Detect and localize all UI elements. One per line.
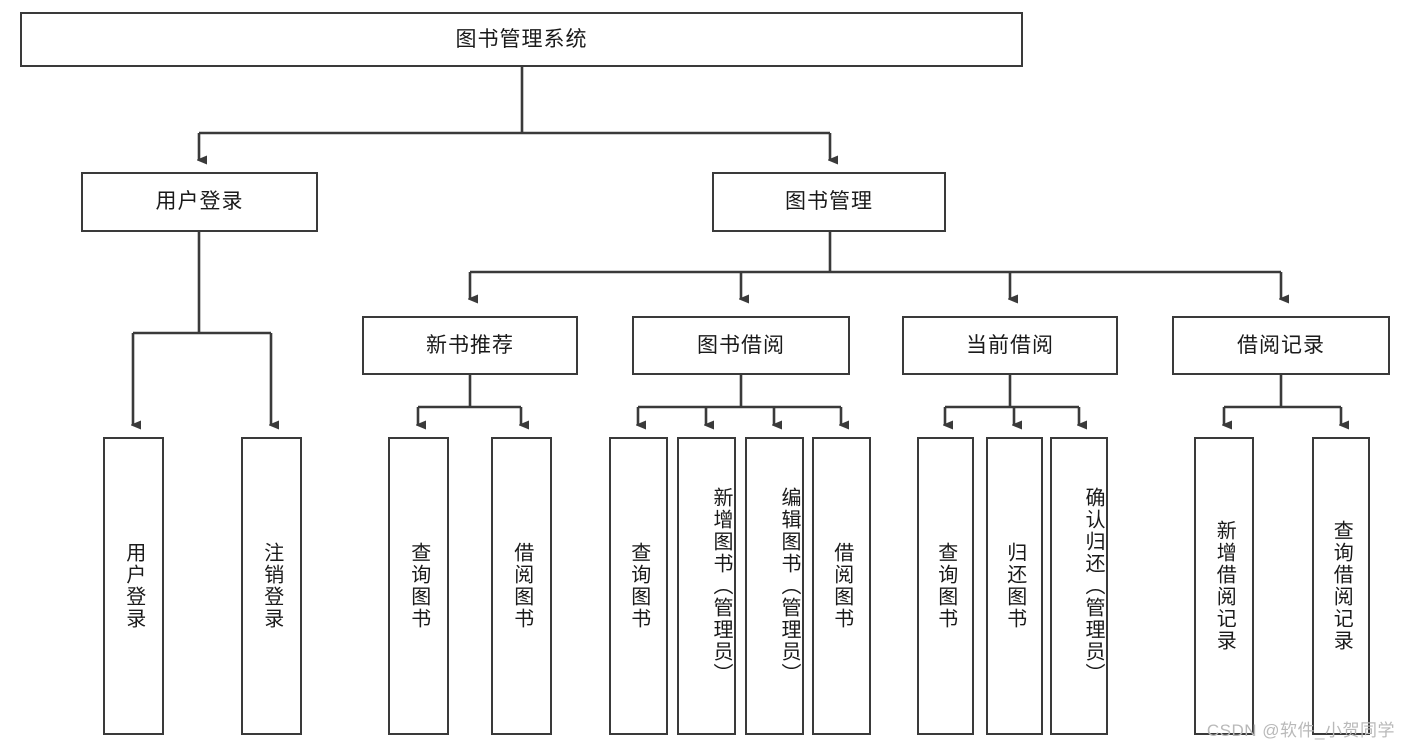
node-leaf-user-logout[interactable]: 注销登录	[241, 437, 302, 735]
node-leaf-user-login[interactable]: 用户登录	[103, 437, 164, 735]
node-user-login[interactable]: 用户登录	[81, 172, 318, 232]
watermark-text: CSDN @软件_小贺同学	[1206, 721, 1395, 740]
node-leaf-add-record[interactable]: 新增借阅记录	[1194, 437, 1254, 735]
node-leaf-query-book-2[interactable]: 查询图书	[609, 437, 668, 735]
node-root[interactable]: 图书管理系统	[20, 12, 1023, 67]
node-new-book-recommend[interactable]: 新书推荐	[362, 316, 578, 375]
node-leaf-return-book[interactable]: 归还图书	[986, 437, 1043, 735]
node-leaf-edit-book[interactable]: 编辑图书（管理员）	[745, 437, 804, 735]
node-leaf-add-book[interactable]: 新增图书（管理员）	[677, 437, 736, 735]
node-leaf-query-record[interactable]: 查询借阅记录	[1312, 437, 1370, 735]
node-leaf-query-book-1[interactable]: 查询图书	[388, 437, 449, 735]
node-leaf-query-book-3[interactable]: 查询图书	[917, 437, 974, 735]
node-borrow-record[interactable]: 借阅记录	[1172, 316, 1390, 375]
node-leaf-confirm-return[interactable]: 确认归还（管理员）	[1050, 437, 1108, 735]
node-current-borrow[interactable]: 当前借阅	[902, 316, 1118, 375]
node-leaf-borrow-book-2[interactable]: 借阅图书	[812, 437, 871, 735]
node-book-borrow[interactable]: 图书借阅	[632, 316, 850, 375]
node-leaf-borrow-book-1[interactable]: 借阅图书	[491, 437, 552, 735]
node-book-manage[interactable]: 图书管理	[712, 172, 946, 232]
